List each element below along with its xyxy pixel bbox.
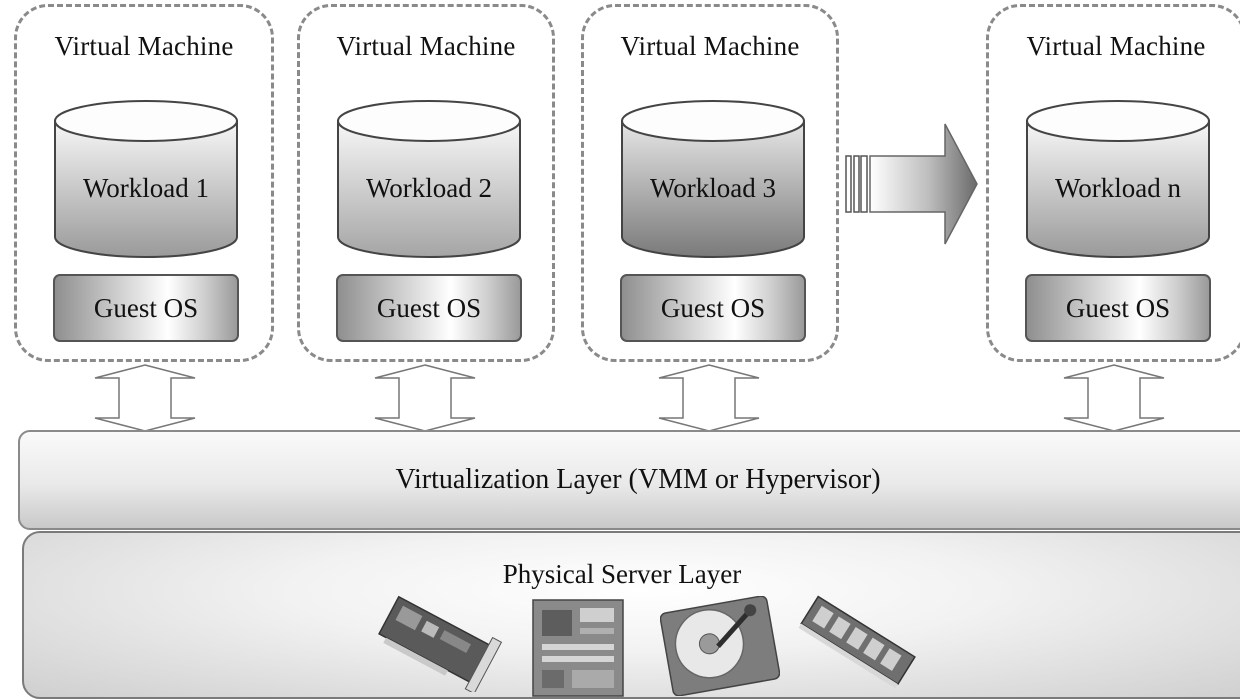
vm-title: Virtual Machine	[620, 31, 800, 61]
guest-os-box: Guest OS	[620, 274, 806, 342]
virtual-machine-3: Virtual Machine Workload 3 Guest OS	[581, 4, 839, 362]
vm-title: Virtual Machine	[1026, 31, 1206, 61]
cylinder-icon	[1026, 100, 1210, 258]
motherboard-icon	[532, 599, 624, 697]
virtual-machine-1: Virtual Machine Workload 1 Guest OS	[14, 4, 274, 362]
virtualization-layer: Virtualization Layer (VMM or Hypervisor)	[18, 430, 1240, 530]
hard-disk-icon	[660, 596, 780, 696]
double-arrow-icon	[1063, 364, 1165, 432]
workload-label: Workload 3	[649, 173, 777, 203]
workload-cylinder: Workload 3	[620, 99, 806, 259]
double-arrow-icon	[94, 364, 196, 432]
right-arrow-icon	[845, 123, 978, 245]
physical-server-layer: Physical Server Layer	[22, 531, 1240, 699]
workload-cylinder: Workload n	[1025, 99, 1211, 259]
vm-title: Virtual Machine	[54, 31, 234, 61]
guest-os-box: Guest OS	[53, 274, 239, 342]
network-card-icon	[378, 595, 502, 692]
workload-cylinder: Workload 1	[53, 99, 239, 259]
double-arrow-icon	[658, 364, 760, 432]
cylinder-icon	[337, 100, 521, 258]
vm-title: Virtual Machine	[336, 31, 516, 61]
workload-label: Workload n	[1054, 173, 1182, 203]
workload-label: Workload 2	[365, 173, 493, 203]
memory-module-icon	[798, 595, 916, 689]
guest-os-box: Guest OS	[1025, 274, 1211, 342]
physical-layer-title: Physical Server Layer	[502, 559, 742, 589]
cylinder-icon	[54, 100, 238, 258]
double-arrow-icon	[374, 364, 476, 432]
virtual-machine-n: Virtual Machine Workload n Guest OS	[986, 4, 1240, 362]
cylinder-icon	[621, 100, 805, 258]
workload-cylinder: Workload 2	[336, 99, 522, 259]
guest-os-box: Guest OS	[336, 274, 522, 342]
virtual-machine-2: Virtual Machine Workload 2 Guest OS	[297, 4, 555, 362]
workload-label: Workload 1	[82, 173, 210, 203]
